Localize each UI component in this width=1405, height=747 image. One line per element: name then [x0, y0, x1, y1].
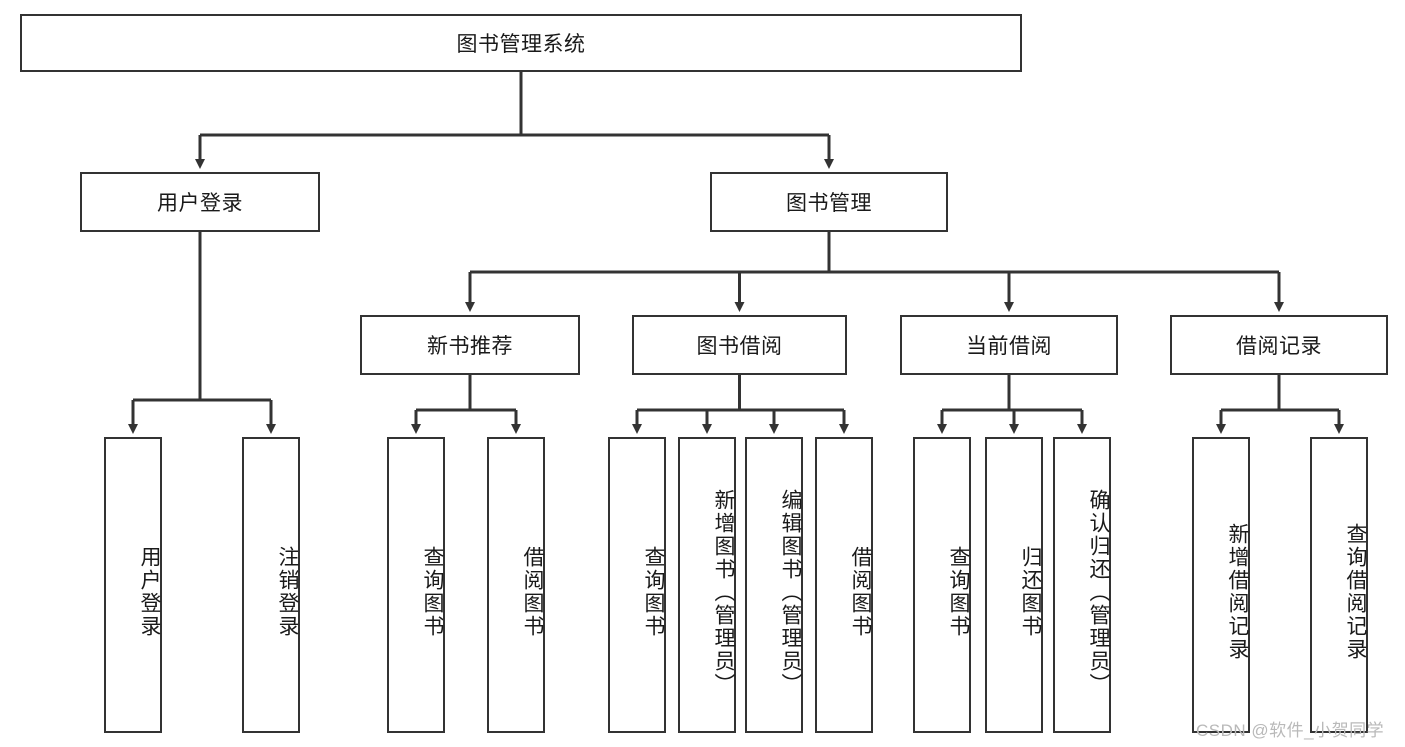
- leaf-node-9[interactable]: 归还图书: [985, 437, 1043, 733]
- node-label: 借阅图书: [849, 546, 872, 638]
- node-label: 编辑图书（管理员）: [779, 488, 802, 696]
- leaf-node-4[interactable]: 查询图书: [608, 437, 666, 733]
- level2-node-2[interactable]: 当前借阅: [900, 315, 1118, 375]
- leaf-node-1[interactable]: 注销登录: [242, 437, 300, 733]
- leaf-node-8[interactable]: 查询图书: [913, 437, 971, 733]
- node-label: 查询借阅记录: [1344, 523, 1367, 661]
- node-label: 归还图书: [1019, 546, 1042, 638]
- node-label: 注销登录: [276, 546, 299, 638]
- leaf-node-6[interactable]: 编辑图书（管理员）: [745, 437, 803, 733]
- node-label: 图书管理: [786, 192, 872, 215]
- node-label: 新增图书（管理员）: [712, 488, 735, 696]
- leaf-node-11[interactable]: 新增借阅记录: [1192, 437, 1250, 733]
- level1-node-1[interactable]: 图书管理: [710, 172, 948, 232]
- leaf-node-7[interactable]: 借阅图书: [815, 437, 873, 733]
- node-label: 查询图书: [421, 546, 444, 638]
- leaf-node-5[interactable]: 新增图书（管理员）: [678, 437, 736, 733]
- node-label: 当前借阅: [966, 335, 1052, 358]
- node-label: 图书借阅: [696, 335, 783, 358]
- node-label: 借阅图书: [521, 546, 544, 638]
- node-label: 确认归还（管理员）: [1087, 488, 1110, 696]
- node-label: 借阅记录: [1236, 335, 1322, 358]
- node-label: 图书管理系统: [456, 33, 586, 56]
- root-node-图书管理系统[interactable]: 图书管理系统: [20, 14, 1022, 72]
- node-label: 查询图书: [947, 546, 970, 638]
- leaf-node-2[interactable]: 查询图书: [387, 437, 445, 733]
- leaf-node-12[interactable]: 查询借阅记录: [1310, 437, 1368, 733]
- node-label: 新书推荐: [427, 335, 513, 358]
- level2-node-0[interactable]: 新书推荐: [360, 315, 580, 375]
- node-label: 查询图书: [642, 546, 665, 638]
- level2-node-3[interactable]: 借阅记录: [1170, 315, 1388, 375]
- leaf-node-3[interactable]: 借阅图书: [487, 437, 545, 733]
- level2-node-1[interactable]: 图书借阅: [632, 315, 847, 375]
- node-label: 用户登录: [138, 546, 161, 638]
- node-label: 新增借阅记录: [1226, 523, 1249, 661]
- level1-node-0[interactable]: 用户登录: [80, 172, 320, 232]
- leaf-node-10[interactable]: 确认归还（管理员）: [1053, 437, 1111, 733]
- node-label: 用户登录: [157, 192, 243, 215]
- csdn-watermark: CSDN @软件_小贺同学: [1196, 721, 1385, 740]
- leaf-node-0[interactable]: 用户登录: [104, 437, 162, 733]
